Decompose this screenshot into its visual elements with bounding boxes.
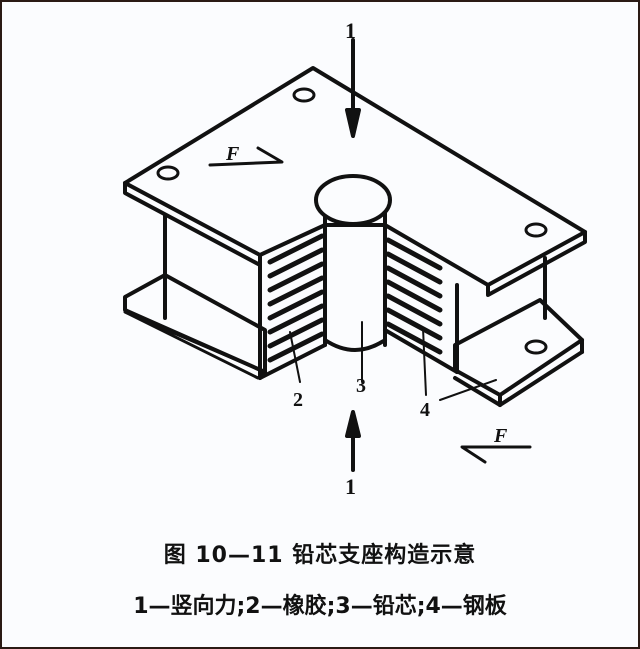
label-steel-plate: 4 (420, 399, 430, 421)
label-shear-force-bottom: F (493, 425, 508, 447)
label-vertical-force-top: 1 (345, 18, 356, 43)
lead-core (314, 174, 392, 352)
label-shear-force-top: F (225, 143, 240, 165)
bearing-body (163, 213, 547, 380)
leader-lines (289, 321, 497, 401)
rubber-layers-right (385, 237, 443, 355)
label-vertical-force-bottom: 1 (345, 474, 356, 499)
bottom-plate (123, 273, 584, 407)
rubber-layers-left (267, 233, 325, 363)
label-lead-core: 3 (356, 375, 366, 397)
vertical-force-arrows (345, 38, 361, 472)
figure-caption-legend: 1—竖向力;2—橡胶;3—铅芯;4—钢板 (133, 594, 507, 619)
shear-force-arrows (208, 146, 532, 464)
label-rubber: 2 (293, 389, 303, 411)
figure-caption-title: 图 10—11 铅芯支座构造示意 (163, 543, 477, 568)
